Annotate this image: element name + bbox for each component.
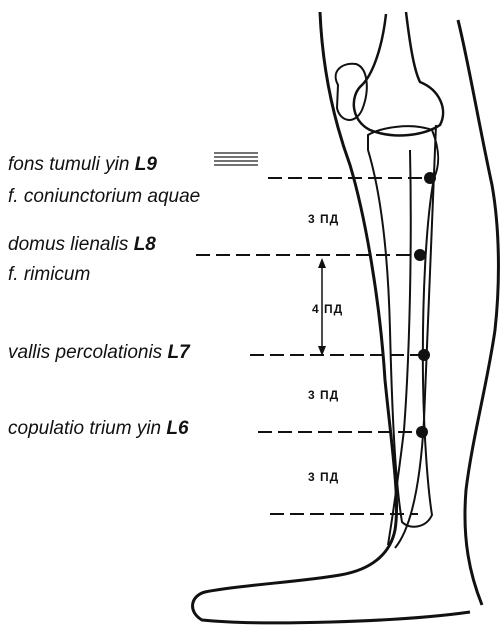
point-label-l6: copulatio trium yin L6 — [8, 418, 189, 440]
point-dot-l7 — [418, 349, 430, 361]
point-dot-l8 — [414, 249, 426, 261]
point-label-l8: domus lienalis L8 — [8, 234, 156, 256]
distance-label: 3 ПД — [308, 388, 339, 402]
leg-front-contour — [458, 20, 498, 605]
point-name: vallis percolationis — [8, 342, 162, 363]
point-label-l7: vallis percolationis L7 — [8, 342, 190, 364]
point-code: L6 — [166, 418, 188, 439]
arrow-head-top — [318, 258, 326, 268]
point-dot-l9 — [424, 172, 436, 184]
patella-bone — [336, 64, 367, 120]
femur-bone — [354, 12, 443, 135]
distance-label: 3 ПД — [308, 470, 339, 484]
point-code: L7 — [167, 342, 189, 363]
point-code: L9 — [135, 154, 157, 175]
distance-label: 3 ПД — [308, 212, 339, 226]
point-code: L8 — [134, 234, 156, 255]
point-name: domus lienalis — [8, 234, 128, 255]
distance-label: 4 ПД — [312, 302, 343, 316]
point-name: copulatio trium yin — [8, 418, 161, 439]
point-name: fons tumuli yin — [8, 154, 129, 175]
point-label-l9: fons tumuli yin L9 — [8, 154, 157, 176]
meridian-line — [395, 125, 436, 548]
hatch-swatch — [214, 153, 258, 165]
point-dot-l6 — [416, 426, 428, 438]
point-alt-name-l9: f. coniunctorium aquae — [8, 186, 200, 208]
point-alt-name-l8: f. rimicum — [8, 264, 90, 286]
